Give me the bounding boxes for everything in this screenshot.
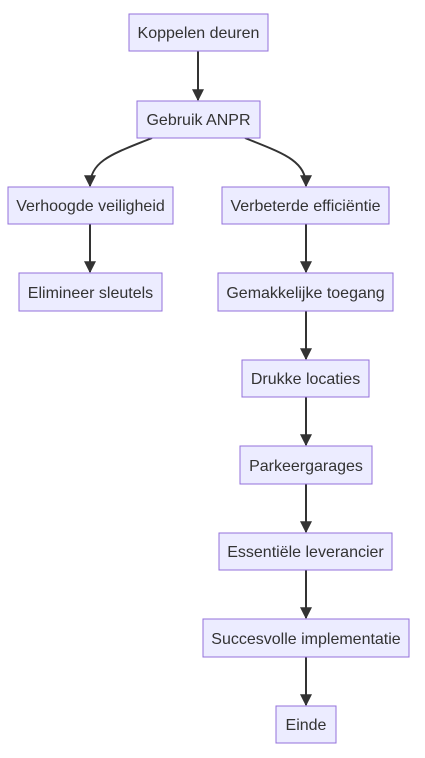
node-label: Parkeergarages xyxy=(249,458,363,475)
node-succesvolle-implementatie: Succesvolle implementatie xyxy=(202,618,410,658)
node-gemakkelijke-toegang: Gemakkelijke toegang xyxy=(217,272,394,312)
node-essentiele-leverancier: Essentiële leverancier xyxy=(218,532,393,571)
node-verhoogde-veiligheid: Verhoogde veiligheid xyxy=(7,186,174,225)
node-einde: Einde xyxy=(275,705,337,744)
node-label: Verhoogde veiligheid xyxy=(16,198,165,215)
edges-layer xyxy=(84,51,312,707)
edge-n2-n3 xyxy=(84,137,153,188)
nodes-layer: Koppelen deuren Gebruik ANPR Verhoogde v… xyxy=(7,13,410,744)
node-label: Drukke locaties xyxy=(251,371,360,388)
edge-n2-n4 xyxy=(244,137,312,188)
node-elimineer-sleutels: Elimineer sleutels xyxy=(18,272,163,312)
node-label: Essentiële leverancier xyxy=(227,544,384,561)
node-label: Gemakkelijke toegang xyxy=(226,285,384,302)
node-parkeergarages: Parkeergarages xyxy=(239,445,373,485)
node-label: Einde xyxy=(286,717,327,734)
node-gebruik-anpr: Gebruik ANPR xyxy=(136,100,261,139)
node-label: Koppelen deuren xyxy=(138,25,260,42)
node-label: Elimineer sleutels xyxy=(28,285,153,302)
node-drukke-locaties: Drukke locaties xyxy=(241,359,370,398)
node-label: Succesvolle implementatie xyxy=(211,631,401,648)
node-koppelen-deuren: Koppelen deuren xyxy=(128,13,269,52)
node-verbeterde-efficientie: Verbeterde efficiëntie xyxy=(221,186,390,225)
node-label: Verbeterde efficiëntie xyxy=(230,198,380,215)
node-label: Gebruik ANPR xyxy=(146,112,250,129)
